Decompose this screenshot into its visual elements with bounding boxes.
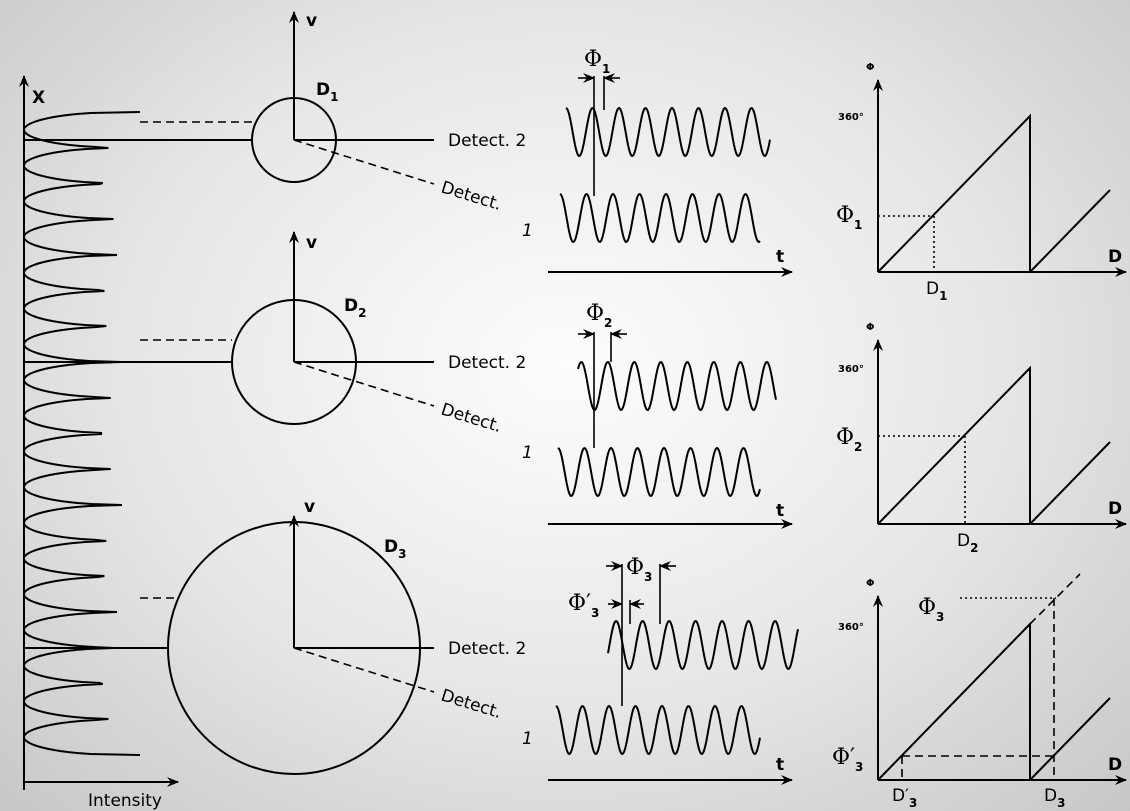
droplet-label-d2: D2 [344, 296, 366, 320]
row-2-phase-plot: Φ 360° D Φ2 D2 [836, 322, 1127, 555]
detector-1-number: 1 [522, 443, 533, 463]
detector-2-label: Detect. 2 [448, 639, 526, 659]
intensity-axis-label: Intensity [88, 791, 162, 811]
phase-ramp [877, 113, 1031, 273]
velocity-label: v [304, 497, 315, 517]
diameter-axis-label: D [1108, 755, 1122, 775]
detector-1-label: Detect. [439, 686, 504, 723]
x-axis-label: X [32, 88, 45, 108]
d3-readout-label: D3 [1044, 786, 1065, 810]
detector-1-label: Detect. [439, 400, 504, 437]
fringe-intensity-curve [22, 111, 141, 756]
velocity-label: v [306, 233, 317, 253]
row-2-signals: Φ2 t [548, 301, 793, 529]
diameter-axis-label: D [1108, 247, 1122, 267]
detector-1-signal [559, 192, 761, 244]
diameter-axis-label: D [1108, 499, 1122, 519]
detector-1-line [293, 361, 435, 407]
phase-axis-label: Φ [866, 322, 875, 333]
row-1-droplet: v D1 Detect. 2 Detect. 1 [24, 11, 533, 241]
detector-1-number: 1 [522, 729, 533, 749]
detector-1-number: 1 [522, 221, 533, 241]
phase-ramp-wrap [1029, 441, 1111, 525]
detector-2-label: Detect. 2 [448, 131, 526, 151]
detector-2-signal [565, 106, 771, 158]
detector-2-label: Detect. 2 [448, 353, 526, 373]
phi3-prime-readout-label: Φ′3 [832, 745, 863, 774]
detector-1-signal [557, 446, 761, 498]
row-1-signals: Φ1 t [548, 47, 793, 277]
d1-readout-label: D1 [926, 279, 947, 303]
tick-360: 360° [838, 622, 864, 633]
droplet-label-d1: D1 [316, 80, 338, 104]
phase-label-phi2: Φ2 [586, 301, 612, 330]
phase-label-phi3: Φ3 [626, 555, 652, 584]
tick-360: 360° [838, 364, 864, 375]
detector-1-line [293, 647, 435, 693]
row-2-droplet: v D2 Detect. 2 Detect. 1 [24, 231, 533, 463]
phase-ramp-wrap [1029, 189, 1111, 273]
detector-1-signal [555, 704, 761, 756]
time-label: t [776, 501, 784, 521]
phase-ramp-extension [1029, 573, 1081, 625]
row-3-signals: Φ3 Φ′3 t [548, 555, 799, 785]
phase-ramp-wrap [1029, 697, 1111, 781]
phase-label-phi1: Φ1 [584, 47, 610, 76]
detector-2-signal [577, 360, 777, 412]
phi2-readout-label: Φ2 [836, 425, 862, 454]
d2-readout-label: D2 [957, 531, 978, 555]
row-3-phase-plot: Φ 360° D Φ3 Φ′3 D3 D′3 [832, 573, 1127, 810]
droplet-label-d3: D3 [384, 537, 406, 561]
phi1-readout-label: Φ1 [836, 203, 862, 232]
row-1-phase-plot: Φ 360° D Φ1 D1 [836, 62, 1127, 303]
velocity-label: v [306, 11, 317, 31]
phase-label-phi3-prime: Φ′3 [568, 591, 599, 620]
phase-ramp [877, 365, 1031, 525]
tick-360: 360° [838, 112, 864, 123]
time-label: t [776, 755, 784, 775]
d3-prime-readout-label: D′3 [892, 786, 917, 810]
detector-1-label: Detect. [439, 178, 504, 215]
detector-1-line [293, 139, 435, 185]
row-3-droplet: v D3 Detect. 2 Detect. 1 [24, 497, 533, 775]
phase-axis-label: Φ [866, 578, 875, 589]
phase-axis-label: Φ [866, 62, 875, 73]
time-label: t [776, 247, 784, 267]
detector-2-signal [607, 619, 799, 671]
phi3-readout-label: Φ3 [918, 595, 944, 624]
fringe-pattern: X Intensity [19, 75, 179, 811]
